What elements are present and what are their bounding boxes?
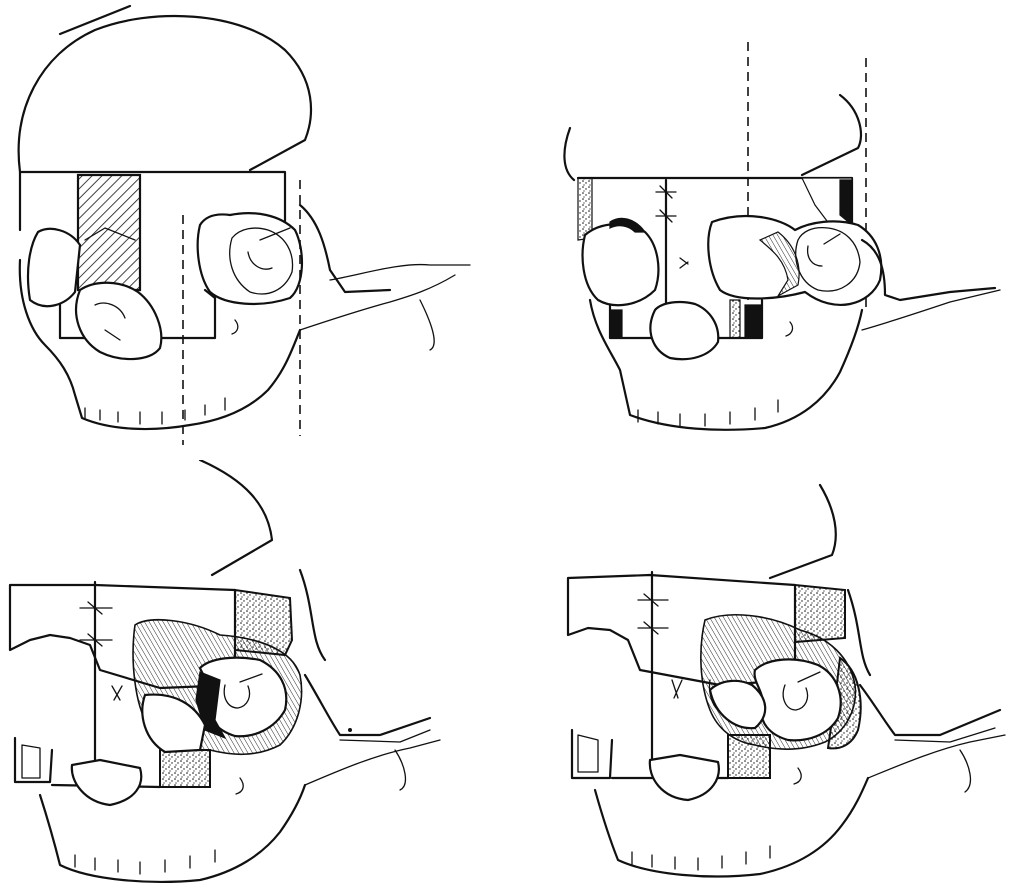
skull-orbit-translocation-icon: [540, 0, 1020, 450]
panel-bottom-left: [0, 460, 500, 887]
skull-frontal-bar-osteotomy-icon: [0, 0, 500, 450]
panel-top-left: [0, 0, 500, 450]
panel-top-right: [540, 0, 1020, 450]
skull-oblique-final-icon: [540, 460, 1020, 887]
panel-bottom-right: [540, 460, 1020, 887]
skull-oblique-bone-graft-icon: [0, 460, 500, 887]
